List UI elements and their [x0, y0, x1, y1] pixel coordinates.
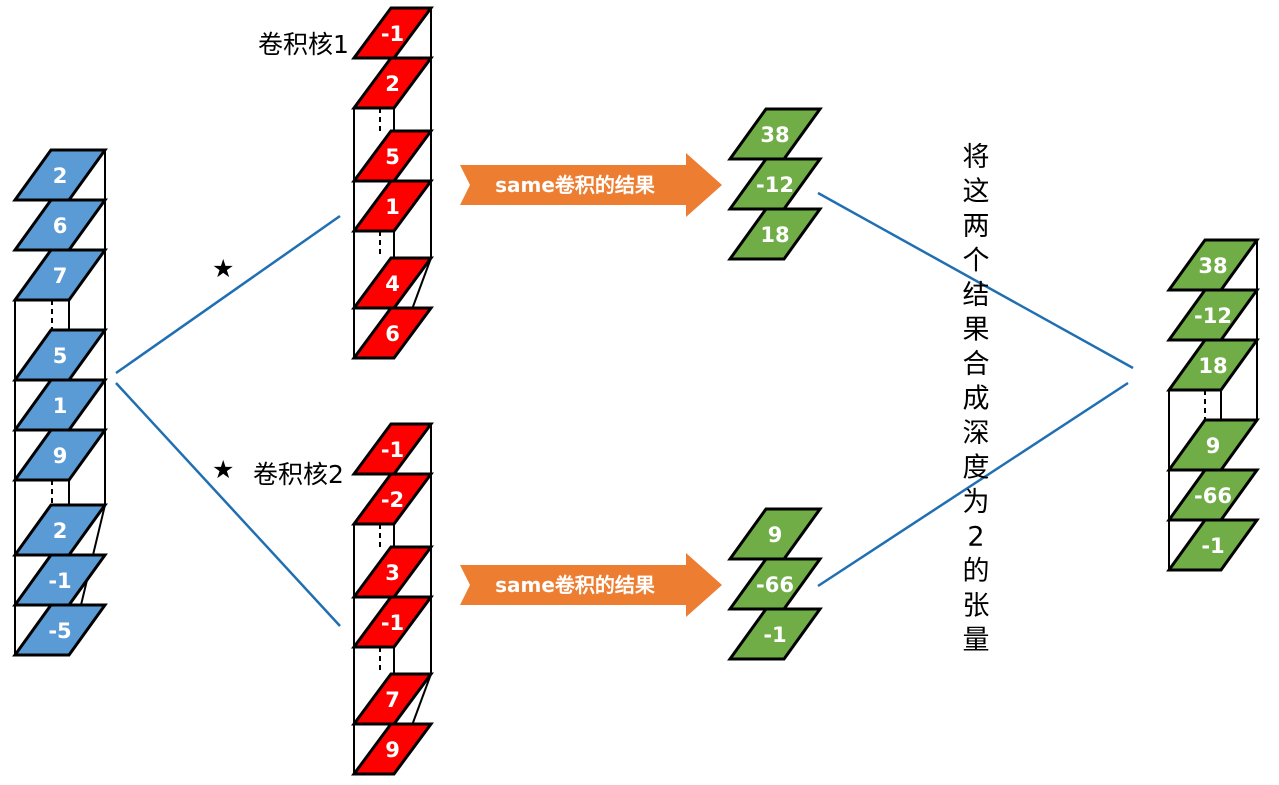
input-slice1-cell2-shape: [12, 428, 108, 482]
kernel1-slice1-cell1-shape: [351, 179, 434, 233]
result1-cell2-shape: [727, 207, 823, 261]
input-slice0-cell2-value: 7: [53, 264, 68, 288]
merge-note-char-13: 张: [963, 591, 990, 622]
kernel1-slice2-cell0-value: 4: [385, 272, 400, 296]
connector-result2-output: [817, 381, 1129, 588]
star-operator-bottom: ★: [212, 455, 234, 484]
input-slice0-cell2-shape: [12, 248, 108, 302]
output-slice0-cell2-value: 18: [1198, 354, 1227, 378]
output-slice0-cell0-value: 38: [1198, 254, 1227, 278]
result1-cell1-value: -12: [756, 173, 794, 197]
result2-cell1-value: -66: [756, 573, 794, 597]
star-operator-top: ★: [212, 254, 234, 283]
kernel2-slice0-cell1-shape: [351, 472, 434, 526]
connector-result1-output: [817, 191, 1134, 370]
arrow-bottom-label: same卷积的结果: [495, 573, 655, 597]
result1-cell2-value: 18: [760, 223, 789, 247]
output-slice0-cell1-value: -12: [1194, 304, 1232, 328]
kernel1-slice0-cell1-value: 2: [385, 72, 400, 96]
input-slice2-cell2-value: -5: [48, 619, 71, 643]
merge-note-char-0: 将: [963, 142, 990, 173]
connector-input-kernel1: [115, 214, 341, 375]
kernel2-slice1-cell0-value: 3: [385, 561, 400, 585]
merge-note-char-1: 这: [963, 177, 990, 208]
kernel1-slice0-cell0-value: -1: [381, 22, 404, 46]
input-slice2-cell2-shape: [12, 603, 108, 657]
kernel2-slice0-cell0-value: -1: [381, 438, 404, 462]
input-slice2-cell1-value: -1: [48, 569, 71, 593]
merge-note-char-11: 2: [967, 522, 984, 553]
merge-note-char-2: 两: [963, 211, 990, 242]
output-slice0-cell2-shape: [1166, 338, 1260, 392]
arrow-top-label: same卷积的结果: [495, 173, 655, 197]
kernel2-slice1-cell1-value: -1: [381, 611, 404, 635]
input-slice1-cell2-value: 9: [53, 444, 68, 468]
kernel2-slice2-cell1-shape: [351, 722, 434, 776]
kernel2-slice2-cell0-value: 7: [385, 688, 400, 712]
output-slice1-cell2-shape: [1166, 518, 1260, 572]
merge-note-char-5: 果: [963, 315, 990, 346]
input-slice1-cell1-value: 1: [53, 394, 68, 418]
kernel1-slice1-cell0-value: 5: [385, 145, 400, 169]
input-slice2-cell0-value: 2: [53, 519, 68, 543]
output-slice1-cell2-value: -1: [1201, 534, 1224, 558]
merge-note-char-14: 量: [963, 625, 990, 656]
merge-note-char-12: 的: [963, 556, 990, 587]
result2-cell2-shape: [727, 607, 823, 661]
kernel1-label: 卷积核1: [258, 30, 349, 59]
kernel1-slice2-cell1-value: 6: [385, 322, 400, 346]
kernel1-slice0-cell1-shape: [351, 56, 434, 110]
kernel2-slice2-cell1-value: 9: [385, 738, 400, 762]
merge-note-char-9: 度: [963, 453, 990, 484]
merge-note-char-7: 成: [963, 384, 990, 415]
input-slice1-cell0-value: 5: [53, 344, 68, 368]
kernel2-label: 卷积核2: [253, 460, 344, 489]
result2-cell2-value: -1: [763, 623, 786, 647]
input-slice0-cell1-value: 6: [53, 214, 68, 238]
output-slice1-cell1-value: -66: [1194, 484, 1232, 508]
merge-note-char-3: 个: [963, 246, 990, 277]
kernel1-slice2-cell1-shape: [351, 306, 434, 360]
connector-input-kernel2: [115, 382, 341, 627]
kernel2-slice1-cell1-shape: [351, 595, 434, 649]
output-slice1-cell0-value: 9: [1206, 434, 1221, 458]
merge-note-char-6: 合: [963, 349, 990, 380]
kernel1-slice1-cell1-value: 1: [385, 195, 400, 219]
merge-note-char-10: 为: [963, 487, 990, 518]
arrow-bottom-shape: [460, 553, 722, 617]
arrow-top-shape: [460, 153, 722, 217]
merge-note-char-4: 结: [963, 280, 990, 311]
kernel2-slice0-cell1-value: -2: [381, 488, 404, 512]
result2-cell0-value: 9: [768, 523, 783, 547]
input-slice0-cell0-value: 2: [53, 164, 68, 188]
merge-note-char-8: 深: [963, 418, 990, 449]
result1-cell0-value: 38: [760, 123, 789, 147]
